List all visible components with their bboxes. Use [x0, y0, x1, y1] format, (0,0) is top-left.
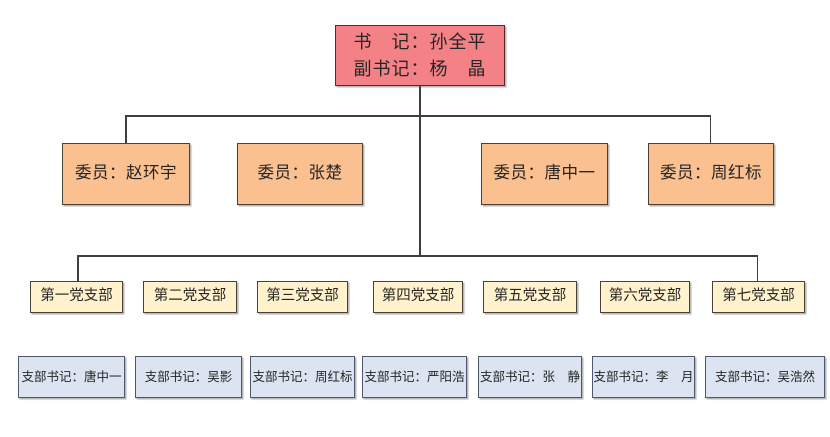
- connector-drop-branch-1: [77, 255, 79, 282]
- secretary-line-2: 副书记：杨 晶: [353, 58, 487, 79]
- secretary-line-1: 书 记：孙全平: [353, 32, 487, 53]
- connector-drop-branch-7: [756, 255, 758, 282]
- branch-node-1: 第一党支部: [30, 281, 123, 313]
- branch-node-3: 第三党支部: [257, 281, 348, 313]
- branch-secretary-node-1: 支部书记：唐中一: [18, 356, 125, 398]
- branch-secretary-label: 支部书记：张 静: [479, 369, 580, 384]
- secretary-node: 书 记：孙全平 副书记：杨 晶: [335, 25, 505, 86]
- member-label: 委员：唐中一: [493, 164, 596, 183]
- member-label: 委员：周红标: [660, 164, 762, 183]
- branch-label: 第五党支部: [493, 288, 567, 305]
- branch-node-7: 第七党支部: [712, 281, 805, 313]
- connector-drop-member-4: [709, 115, 711, 144]
- member-label: 委员：张楚: [257, 164, 343, 183]
- branch-secretary-label: 支部书记：严阳浩: [364, 369, 465, 384]
- member-label: 委员：赵环宇: [75, 164, 177, 183]
- connector-drop-member-1: [125, 115, 127, 144]
- member-node-1: 委员：赵环宇: [62, 143, 190, 205]
- branch-node-4: 第四党支部: [373, 281, 463, 313]
- branch-secretary-label: 支部书记：周红标: [252, 369, 353, 384]
- branch-secretary-label: 支部书记：吴影: [144, 369, 233, 384]
- member-node-2: 委员：张楚: [237, 143, 363, 205]
- branch-secretary-node-3: 支部书记：周红标: [250, 356, 355, 398]
- branch-label: 第六党支部: [608, 288, 682, 305]
- branch-secretary-node-2: 支部书记：吴影: [135, 356, 242, 398]
- connector-trunk: [419, 86, 421, 256]
- branch-secretary-node-5: 支部书记：张 静: [478, 356, 582, 398]
- branch-secretary-label: 支部书记：唐中一: [21, 369, 122, 384]
- branch-label: 第四党支部: [381, 288, 455, 305]
- branch-node-6: 第六党支部: [600, 281, 690, 313]
- branch-label: 第二党支部: [153, 288, 227, 305]
- branch-secretary-node-7: 支部书记：吴浩然: [705, 356, 825, 398]
- connector-rail-branches: [77, 255, 758, 257]
- member-node-4: 委员：周红标: [648, 143, 774, 205]
- branch-secretary-label: 支部书记：李 月: [593, 369, 694, 384]
- branch-label: 第七党支部: [722, 288, 795, 305]
- connector-rail-members: [125, 115, 711, 117]
- branch-secretary-label: 支部书记：吴浩然: [714, 369, 815, 384]
- branch-secretary-node-4: 支部书记：严阳浩: [362, 356, 467, 398]
- branch-node-2: 第二党支部: [143, 281, 237, 313]
- branch-node-5: 第五党支部: [483, 281, 577, 313]
- branch-label: 第一党支部: [40, 288, 113, 305]
- member-node-3: 委员：唐中一: [481, 143, 608, 205]
- branch-label: 第三党支部: [266, 288, 339, 305]
- branch-secretary-node-6: 支部书记：李 月: [592, 356, 695, 398]
